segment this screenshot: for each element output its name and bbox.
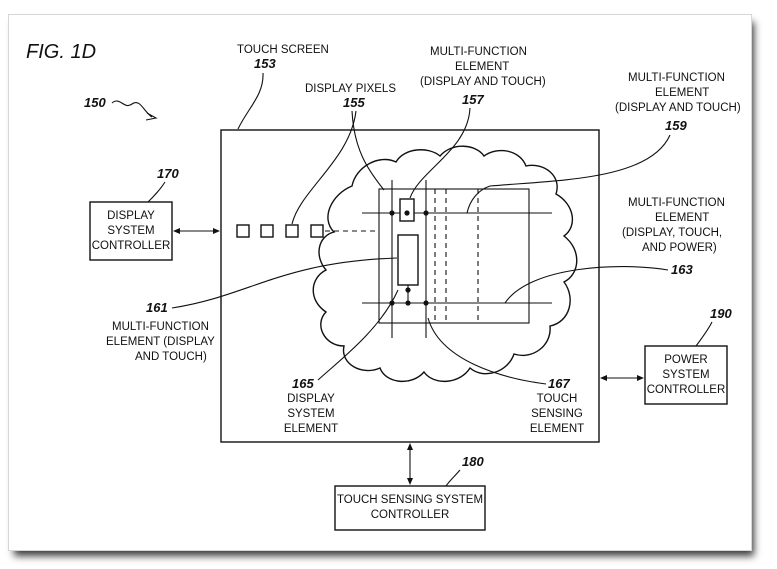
junction-dot [389,210,395,216]
junction-dot [405,300,411,306]
mfe-157-leader [409,107,471,199]
mfe-161-label-line: AND TOUCH) [135,351,207,363]
power-controller-label-line: CONTROLLER [647,384,726,396]
power-controller-leader [695,321,713,347]
touch-screen-label: TOUCH SCREEN [237,44,329,56]
mfe-159-ref: 159 [665,118,687,133]
mfe-161-leader [171,257,398,309]
display-system-element-ref: 165 [292,376,314,391]
mfe-157-label-line: MULTI-FUNCTION [430,46,527,58]
power-system-controller-box [644,345,728,405]
display-controller-label-line: DISPLAY [107,210,155,222]
magnified-region-cloud [312,145,578,382]
display-system-element-label-line: ELEMENT [284,423,338,435]
display-system-element-leader [317,289,399,381]
mfe-157-label-line: ELEMENT [455,61,509,73]
touch-screen-leader [237,72,264,130]
mfe-157-label-line: (DISPLAY AND TOUCH) [420,76,546,88]
display-controller-label-line: CONTROLLER [92,240,171,252]
arrowhead [173,228,180,234]
touch-sensing-element-ref: 167 [548,376,570,391]
mfe-161-label-line: ELEMENT (DISPLAY [106,336,215,348]
system-ref-arrowhead [145,112,158,121]
display-pixel [260,224,274,238]
display-controller-label-line: SYSTEM [107,225,154,237]
display-pixel [285,224,299,238]
mfe-157-ref: 157 [462,92,484,107]
mfe-163-leader [504,266,669,304]
display-controller-leader [147,181,166,203]
touch-controller-label-line: CONTROLLER [371,509,450,521]
mfe-163-ref: 163 [671,262,693,277]
display-system-element-label-line: SYSTEM [287,408,334,420]
touch-sensing-element-label-line: SENSING [531,408,583,420]
junction-dot [404,210,410,216]
magnified-panel [378,188,530,324]
junction-dot [423,210,429,216]
touch-controller-leader [445,469,461,487]
mfe-159-label-line: (DISPLAY AND TOUCH) [615,102,741,114]
figure-label: FIG. 1D [26,41,96,63]
system-ref: 150 [84,95,106,110]
touch-screen-panel [220,129,600,443]
pixel-element-top [399,198,415,222]
touch-sensing-element-leader [427,317,547,385]
junction-dot [423,300,429,306]
display-pixel [310,224,324,238]
touch-sensing-system-controller-box [334,485,486,531]
power-controller-ref: 190 [710,306,732,321]
arrowhead [600,375,607,381]
mfe-161-label-line: MULTI-FUNCTION [112,321,209,333]
mfe-159-label-line: MULTI-FUNCTION [628,72,725,84]
mfe-159-label-line: ELEMENT [655,87,709,99]
display-pixels-label: DISPLAY PIXELS [305,83,396,95]
pixel-element-tall [397,234,419,286]
arrowhead [637,375,644,381]
power-controller-label-line: SYSTEM [662,369,709,381]
mfe-163-label-line: ELEMENT [655,212,709,224]
junction-dot [405,287,411,293]
arrowhead [213,228,220,234]
display-controller-ref: 170 [157,166,179,181]
touch-sensing-element-label-line: TOUCH [537,393,578,405]
system-ref-leader [111,100,153,118]
display-pixel [236,224,250,238]
touch-controller-ref: 180 [462,454,484,469]
display-system-controller-box [89,201,173,261]
display-pixels-leader-2 [291,110,357,225]
touch-controller-label-line: TOUCH SENSING SYSTEM [337,494,483,506]
mfe-163-label-line: AND POWER) [642,242,717,254]
display-pixels-ref: 155 [343,95,365,110]
arrowhead [407,443,413,450]
display-system-element-label-line: DISPLAY [287,393,335,405]
mfe-159-leader [466,134,671,214]
power-controller-label-line: POWER [664,354,707,366]
touch-screen-ref: 153 [254,56,276,71]
touch-sensing-element-label-line: ELEMENT [530,423,584,435]
arrowhead [407,478,413,485]
mfe-163-label-line: (DISPLAY, TOUCH, [622,227,722,239]
mfe-161-ref: 161 [146,300,168,315]
display-pixels-leader-1 [351,110,385,191]
mfe-163-label-line: MULTI-FUNCTION [628,197,725,209]
